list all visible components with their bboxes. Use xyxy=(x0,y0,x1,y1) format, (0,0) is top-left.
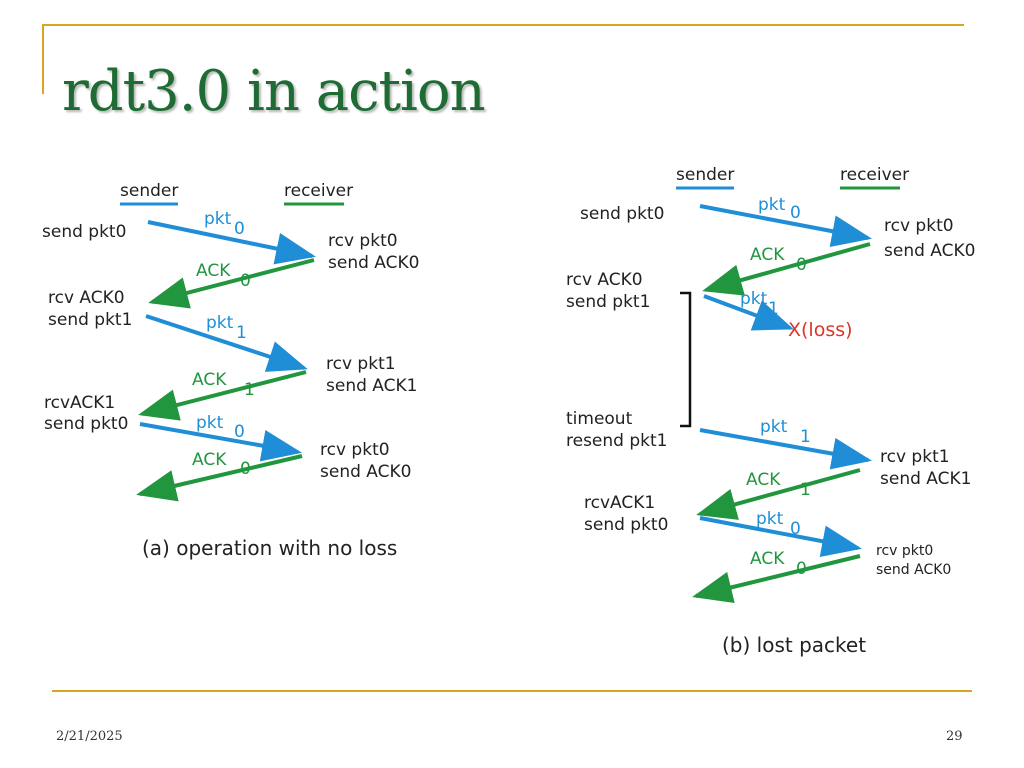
a-caption: (a) operation with no loss xyxy=(142,536,397,560)
a-ack-seq: 0 xyxy=(240,271,251,291)
a-receiver-label: send ACK0 xyxy=(328,253,419,273)
b-ack-label: ACK xyxy=(750,245,785,265)
b-sender-label: send pkt1 xyxy=(566,292,650,312)
a-ack-label: ACK xyxy=(196,261,231,281)
a-packet-seq: 1 xyxy=(236,323,247,343)
b-caption: (b) lost packet xyxy=(722,633,866,657)
a-ack-arrow xyxy=(136,454,303,502)
a-packet-arrow xyxy=(145,314,308,372)
a-ack-seq: 1 xyxy=(244,380,255,400)
a-sender-label: rcvACK1 xyxy=(44,393,115,413)
b-sender-label: rcvACK1 xyxy=(584,493,655,513)
b-lost-packet-arrow xyxy=(703,294,794,331)
loss-label: X(loss) xyxy=(788,319,853,341)
top-accent-line xyxy=(42,24,964,26)
b-ack-seq: 0 xyxy=(796,255,807,275)
b-sender-label: rcv ACK0 xyxy=(566,270,643,290)
left-accent-bar xyxy=(42,24,44,94)
rdt3-timing-diagrams: sender receiver send pkt0 rcv ACK0 send … xyxy=(42,165,975,657)
a-packet-label: pkt xyxy=(204,209,232,229)
b-sender-label: send pkt0 xyxy=(584,515,668,535)
slide-title: rdt3.0 in action xyxy=(62,59,486,124)
b-sender-label: send pkt0 xyxy=(580,204,664,224)
b-packet-seq: 0 xyxy=(790,519,801,539)
a-packet-seq: 0 xyxy=(234,422,245,442)
b-packet-seq: 1 xyxy=(768,299,779,319)
slide-date: 2/21/2025 xyxy=(56,729,123,744)
a-receiver-label: rcv pkt0 xyxy=(328,231,398,251)
a-receiver-label: send ACK1 xyxy=(326,376,417,396)
a-ack-label: ACK xyxy=(192,370,227,390)
bottom-accent-line xyxy=(52,690,972,692)
b-sender-label: timeout xyxy=(566,409,633,429)
a-receiver-header: receiver xyxy=(284,181,353,201)
b-ack-arrow xyxy=(696,468,861,520)
b-ack-label: ACK xyxy=(746,470,781,490)
a-sender-label: send pkt0 xyxy=(44,414,128,434)
b-packet-label: pkt xyxy=(758,195,786,215)
a-ack-label: ACK xyxy=(192,450,227,470)
b-ack-arrow xyxy=(692,554,861,604)
a-packet-arrow xyxy=(139,422,302,462)
timeout-bracket xyxy=(680,291,692,428)
b-sender-header: sender xyxy=(676,165,734,185)
b-receiver-header: receiver xyxy=(840,165,909,185)
b-packet-seq: 0 xyxy=(790,203,801,223)
a-sender-label: send pkt0 xyxy=(42,222,126,242)
b-receiver-label: send ACK0 xyxy=(884,241,975,261)
b-packet-arrow xyxy=(699,204,872,247)
a-packet-label: pkt xyxy=(196,413,224,433)
b-ack-seq: 1 xyxy=(800,480,811,500)
b-packet-arrow xyxy=(699,428,872,470)
b-sender-label: resend pkt1 xyxy=(566,431,667,451)
a-receiver-label: rcv pkt1 xyxy=(326,354,396,374)
a-receiver-label: rcv pkt0 xyxy=(320,440,390,460)
a-packet-arrow xyxy=(147,220,316,265)
b-ack-label: ACK xyxy=(750,549,785,569)
a-sender-label: rcv ACK0 xyxy=(48,288,125,308)
a-packet-label: pkt xyxy=(206,313,234,333)
b-packet-arrow xyxy=(699,516,862,558)
b-receiver-label: send ACK0 xyxy=(876,562,951,578)
diagram-b: sender receiver send pkt0 rcv ACK0 send … xyxy=(566,165,975,657)
a-sender-label: send pkt1 xyxy=(48,310,132,330)
a-receiver-label: send ACK0 xyxy=(320,462,411,482)
a-ack-seq: 0 xyxy=(240,459,251,479)
b-ack-seq: 0 xyxy=(796,559,807,579)
b-receiver-label: rcv pkt0 xyxy=(884,216,954,236)
slide-page-number: 29 xyxy=(946,729,963,744)
a-packet-seq: 0 xyxy=(234,219,245,239)
b-packet-label: pkt xyxy=(760,417,788,437)
b-packet-seq: 1 xyxy=(800,427,811,447)
b-ack-arrow xyxy=(702,242,871,296)
a-ack-arrow xyxy=(148,258,315,309)
diagram-a: sender receiver send pkt0 rcv ACK0 send … xyxy=(42,181,419,560)
b-receiver-label: send ACK1 xyxy=(880,469,971,489)
a-ack-arrow xyxy=(138,370,307,421)
b-receiver-label: rcv pkt1 xyxy=(880,447,950,467)
b-receiver-label: rcv pkt0 xyxy=(876,543,933,559)
b-packet-label: pkt xyxy=(756,509,784,529)
a-sender-header: sender xyxy=(120,181,178,201)
b-packet-label: pkt xyxy=(740,289,768,309)
